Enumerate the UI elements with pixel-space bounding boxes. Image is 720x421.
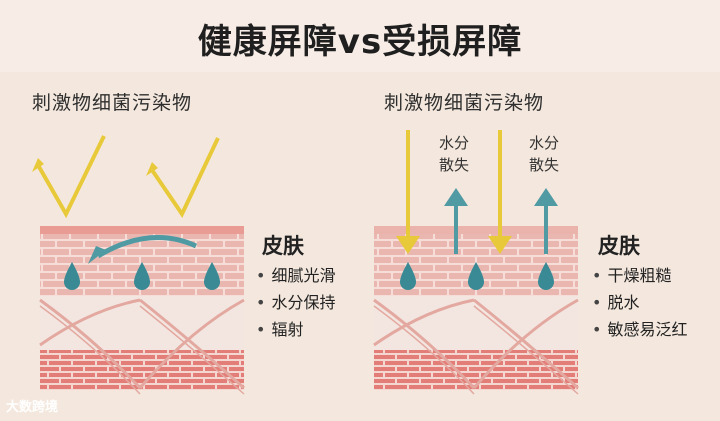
watermark: 大数跨境 [6, 400, 59, 415]
left-yellow-arrows [32, 135, 220, 219]
water-loss-label-2-line: 水分 散失 [528, 134, 559, 174]
right-yellow-arrows [396, 130, 512, 254]
water-loss-label-2: 水分 散失 [524, 132, 564, 176]
left-bullet-item: 细腻光滑 [256, 262, 335, 289]
left-bullet-item: 辐射 [256, 316, 335, 343]
title-bar [0, 0, 720, 72]
left-water-drops [64, 262, 220, 290]
page-title: 健康屏障vs受损屏障 [197, 22, 523, 62]
left-bullet-item: 水分保持 [256, 289, 335, 316]
right-bullet-list: 干燥粗糙 脱水 敏感易泛红 [592, 262, 687, 343]
left-skin-block [39, 226, 245, 395]
right-bullet-item: 脱水 [592, 289, 687, 316]
right-skin-label: 皮肤 [598, 234, 640, 258]
water-loss-label-1-line: 水分 散失 [438, 134, 469, 174]
right-bullet-item: 敏感易泛红 [592, 316, 687, 343]
left-bullet-list: 细腻光滑 水分保持 辐射 [256, 262, 335, 343]
right-teal-arrows [444, 188, 558, 254]
water-loss-label-1: 水分 散失 [434, 132, 474, 176]
left-reflect-arrow [88, 235, 198, 264]
right-bullet-item: 干燥粗糙 [592, 262, 687, 289]
right-stimulus-label: 刺激物细菌污染物 [384, 92, 545, 114]
right-water-drops [400, 262, 554, 290]
left-stimulus-label: 刺激物细菌污染物 [32, 92, 193, 114]
left-skin-label: 皮肤 [262, 234, 304, 258]
